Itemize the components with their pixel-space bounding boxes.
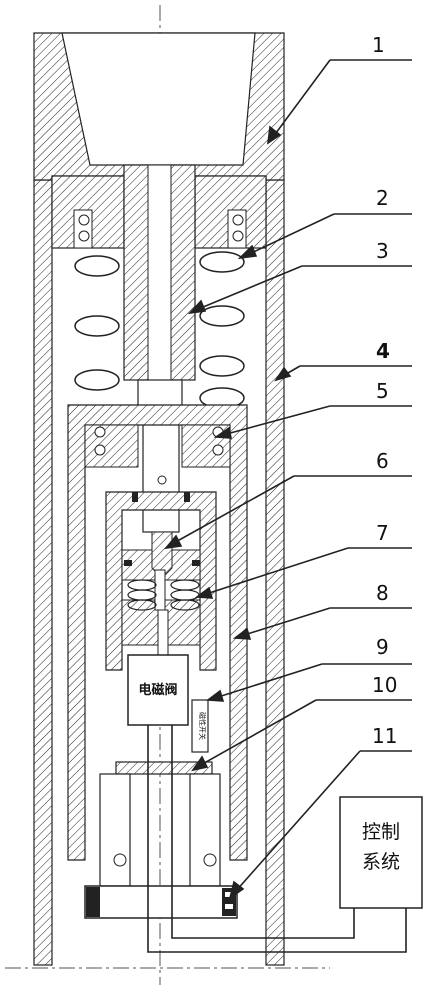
bottom-plate: [115, 761, 213, 775]
leader-lines: [164, 59, 412, 900]
control-box-line1: 控制: [362, 821, 400, 843]
part-label-9: 9: [376, 635, 389, 659]
part-label-5: 5: [376, 379, 389, 403]
magnetic-switch: 磁性开关: [191, 699, 209, 753]
part-label-8: 8: [376, 581, 389, 605]
lower-support: [84, 773, 238, 919]
inner-cylinder: [67, 404, 248, 861]
piston-rod: [123, 164, 196, 533]
solenoid-valve: 电磁阀: [127, 654, 189, 726]
seal: [94, 426, 224, 456]
part-label-11: 11: [372, 724, 397, 748]
part-label-10: 10: [372, 673, 397, 697]
part-label-2: 2: [376, 186, 389, 210]
switch-label: 磁性开关: [198, 712, 207, 740]
part-label-3: 3: [376, 239, 389, 263]
part-label-1: 1: [372, 33, 385, 57]
part-label-7: 7: [376, 521, 389, 545]
control-system-box: 控制 系统: [339, 796, 423, 909]
solenoid-valve-label: 电磁阀: [138, 682, 177, 698]
small-spring: [127, 579, 200, 611]
control-box-line2: 系统: [362, 851, 400, 873]
part-label-4: 4: [376, 339, 390, 363]
part-label-6: 6: [376, 449, 389, 473]
control-wiring: [147, 725, 407, 953]
top-cap: [33, 32, 285, 181]
part-number-labels: 1 2 3 4 5 6 7 8 9 10 11: [372, 33, 397, 748]
